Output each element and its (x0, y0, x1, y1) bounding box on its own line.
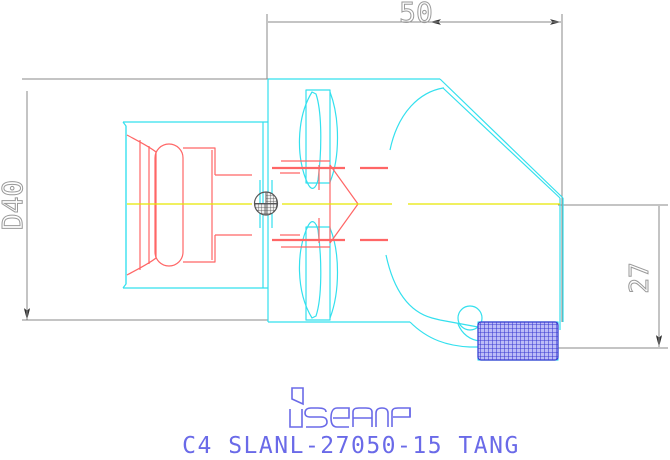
dim-27-label: 27 (625, 262, 655, 293)
iscar-logo-s (304, 407, 328, 428)
head-upper-bevel (442, 87, 561, 199)
dim-50-label: 50 (399, 0, 433, 29)
coupling-taper-profile (126, 134, 157, 276)
overall-length-dimension: 50 (268, 0, 561, 30)
shank-step-top (214, 155, 252, 176)
clamping-screw (253, 191, 279, 216)
internal-detail-layer (126, 134, 388, 276)
shank-bore-bottom (183, 255, 216, 263)
head-height-dimension: 27 (625, 206, 662, 347)
flute-upper-outer (298, 91, 322, 189)
iscar-logo-arch-1 (375, 407, 389, 427)
tang-insert (477, 321, 559, 361)
iscar-logo (289, 387, 411, 428)
screw-quadrant-ne (266, 192, 278, 204)
dimension-layer (22, 14, 668, 349)
iscar-logo-i (289, 409, 303, 428)
head-lower-edge (409, 321, 471, 348)
part-number-label: C4 SLANL-27050-15 TANG (182, 433, 520, 459)
iscar-logo-dot (291, 387, 304, 406)
iscar-logo-c (330, 407, 350, 428)
clamp-screw-circle (457, 305, 483, 331)
flute-lower-inner (329, 227, 339, 319)
shank-diameter-dimension: D40 (0, 91, 30, 320)
dim-d40-label: D40 (0, 180, 29, 231)
iscar-logo-r (391, 407, 411, 427)
head-upper-fillet (389, 87, 444, 151)
shank-step-bottom (214, 234, 252, 255)
head-upper-bevel-outer (439, 78, 564, 199)
iscar-logo-a (352, 407, 373, 427)
head-lower-fillet (385, 254, 441, 321)
shank-bore-top (183, 147, 216, 155)
coupling-boss (154, 143, 184, 267)
flute-upper-inner (329, 91, 339, 183)
screw-quadrant-sw (254, 203, 266, 215)
flute-lower-outer (298, 221, 322, 319)
screw-quadrant-se (266, 203, 278, 215)
insert-section (477, 321, 559, 361)
